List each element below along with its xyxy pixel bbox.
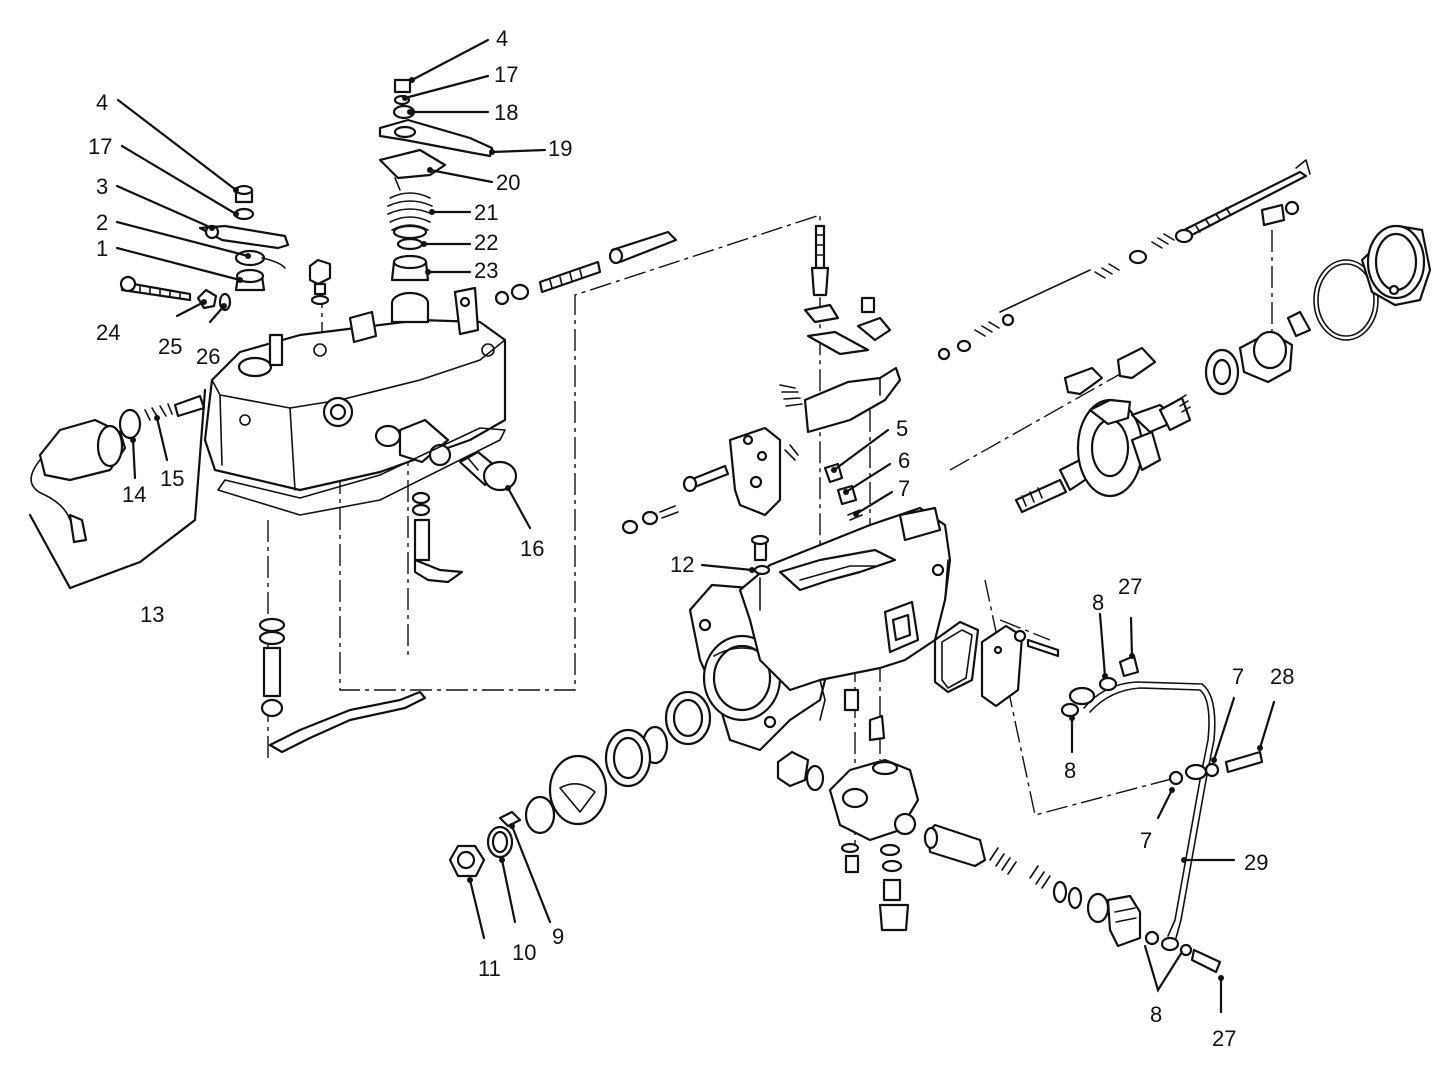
cover-top-rod [494, 230, 678, 306]
callout-3: 3 [96, 174, 108, 199]
callout-9: 9 [552, 924, 564, 949]
callout-6: 6 [898, 448, 910, 473]
fuel-line-29 [1060, 654, 1264, 974]
callout-18: 18 [494, 100, 518, 125]
callout-28: 28 [1270, 664, 1294, 689]
callout-22: 22 [474, 230, 498, 255]
side-cover-plates [933, 620, 1060, 708]
callout-12: 12 [670, 552, 694, 577]
callout-7-center: 7 [898, 476, 910, 501]
callout-25: 25 [158, 334, 182, 359]
callout-4-top: 4 [496, 26, 508, 51]
callout-27-top: 27 [1118, 574, 1142, 599]
callout-29: 29 [1244, 850, 1268, 875]
callout-17-top: 17 [494, 62, 518, 87]
callout-11: 11 [478, 956, 501, 981]
callout-7-lower: 7 [1140, 828, 1152, 853]
center-linkage [621, 224, 902, 535]
callout-10: 10 [512, 940, 536, 965]
leader-lines [115, 38, 1276, 1014]
shutoff-solenoid [28, 388, 207, 590]
pump-housing [688, 506, 952, 752]
top-center-stack [378, 78, 494, 282]
callout-8-left: 8 [1064, 758, 1076, 783]
callout-labels: 4 17 18 19 20 21 22 23 4 17 3 2 1 24 25 … [88, 26, 1294, 1051]
callout-20: 20 [496, 170, 520, 195]
callout-14: 14 [122, 482, 146, 507]
callout-21: 21 [474, 200, 498, 225]
part-16-plug [458, 450, 518, 492]
callout-1: 1 [96, 236, 108, 261]
callout-8-top: 8 [1092, 590, 1104, 615]
callout-13: 13 [140, 602, 164, 627]
callout-4-left: 4 [96, 90, 108, 115]
front-seals-nut [448, 690, 712, 878]
governor-cover [203, 286, 507, 516]
upper-right-control-rod [937, 159, 1311, 361]
cover-stud-nut [268, 258, 332, 367]
callout-23: 23 [474, 258, 498, 283]
callout-15: 15 [160, 466, 184, 491]
transfer-pump-parts [923, 823, 1142, 948]
callout-8-bottom: 8 [1150, 1002, 1162, 1027]
callout-17-left: 17 [88, 134, 112, 159]
callout-24: 24 [96, 320, 120, 345]
callout-5: 5 [896, 416, 908, 441]
drive-shaft-assembly [1014, 224, 1432, 514]
bottom-center-fittings [776, 688, 920, 932]
callout-19: 19 [548, 136, 572, 161]
callout-16: 16 [520, 536, 544, 561]
cover-lower-parts [258, 491, 464, 754]
callout-27-bottom: 27 [1212, 1026, 1236, 1051]
upper-left-lever-stack [198, 184, 290, 292]
callout-26: 26 [196, 344, 220, 369]
callout-7-right: 7 [1232, 664, 1244, 689]
screw-24-nut-25-washer-26 [119, 275, 232, 312]
leader-dots [130, 77, 1263, 981]
callout-2: 2 [96, 210, 108, 235]
